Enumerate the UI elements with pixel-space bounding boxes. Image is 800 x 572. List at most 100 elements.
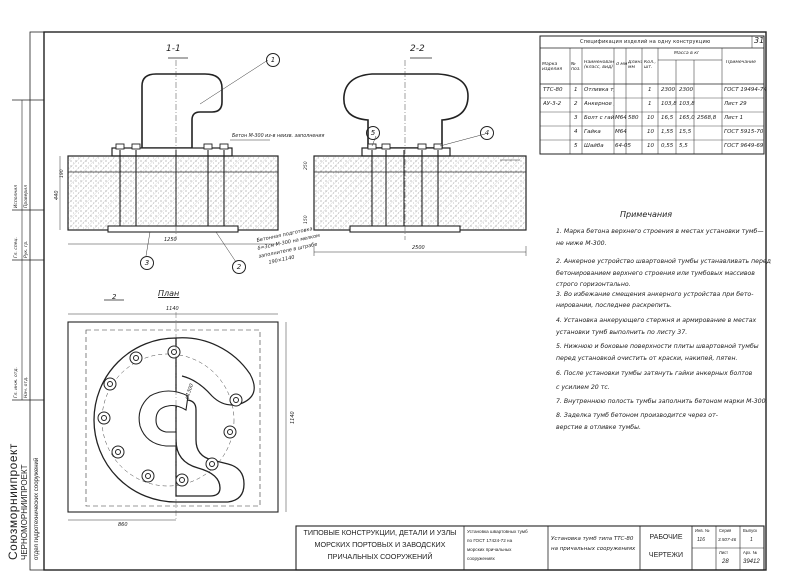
side-role-1: Гл. инж. отд. — [14, 367, 19, 398]
note-line-10: 5. Нижнюю и боковые поверхности плиты шв… — [556, 343, 759, 350]
title-block-lines — [295, 525, 765, 571]
note-line-5: строго горизонтально. — [556, 281, 631, 288]
tb-sheet-value: 28 — [722, 559, 729, 565]
side-role-2: Нач. отд. — [24, 376, 29, 398]
tb-sub-2: по ГОСТ 17424-72 на — [467, 538, 513, 543]
dim-1140-vertical: 1140 — [290, 411, 296, 424]
callout-2: 2 — [232, 260, 246, 274]
plan-view — [67, 299, 287, 521]
dim-250: 250 — [304, 161, 309, 170]
tb-series-value: 3.507-46 — [718, 537, 737, 542]
note-line-15: 8. Заделка тумб бетоном производится чер… — [556, 412, 718, 419]
spec-col-mass: Масса в кг — [674, 51, 700, 56]
note-line-16: верстие в отливке тумбы. — [556, 424, 641, 431]
spec-r3-name: Болт с гайкой — [584, 115, 614, 121]
note-line-9: установки тумб выполнить по листу 37. — [556, 329, 688, 336]
plan-label: План — [158, 289, 180, 298]
tb-sub-4: сооружениях — [467, 556, 495, 561]
side-org-3: отдел гидротехнических сооружений — [34, 457, 40, 560]
note-line-11: перед установкой очистить от краски, нак… — [556, 355, 738, 362]
plan-cut-label: 2 — [112, 293, 117, 301]
note-line-6: 3. Во избежание смещения анкерного устро… — [556, 291, 754, 298]
spec-col-pos: № поз. — [571, 62, 581, 72]
spec-col-note: Примечание — [726, 60, 756, 65]
callout-1: 1 — [266, 53, 280, 67]
spec-r4-name: Гайка — [584, 129, 601, 135]
spec-r3-m2: 165,0 — [679, 115, 695, 121]
dim-150: 150 — [304, 215, 309, 224]
section-label-1-1: 1-1 — [166, 44, 181, 54]
tb-sub-1: Установка швартовных тумб — [467, 529, 528, 534]
spec-r3-d: М64 — [615, 115, 627, 121]
tb-drawing-title-2: на причальных сооружениях — [551, 546, 636, 552]
sheet-number: 31 — [754, 36, 765, 45]
spec-r4-qty: 10 — [647, 129, 654, 135]
dim-1250: 1250 — [164, 237, 177, 243]
spec-r5-name: Шайба — [584, 143, 604, 149]
spec-r3-qty: 10 — [647, 115, 654, 121]
spec-r4-m2: 15,5 — [679, 129, 692, 135]
tb-drawing-title-1: Установка тумб типа ТТС-80 — [551, 536, 634, 542]
tb-sheet-label: Лист — [719, 550, 729, 555]
spec-r4-note: ГОСТ 5915-70 — [724, 129, 764, 135]
spec-r1-note: ГОСТ 19494-74 — [724, 87, 767, 93]
tb-main-title-2: МОРСКИХ ПОРТОВЫХ И ЗАВОДСКИХ — [314, 540, 446, 549]
spec-r2-m2: 103,8 — [679, 101, 695, 107]
notes-title: Примечания — [620, 210, 673, 219]
side-role-5: Исполнил — [14, 184, 19, 208]
note-line-2: не ниже М-300. — [556, 240, 607, 247]
dim-2500: 2500 — [412, 245, 425, 251]
side-org-1: Союзморниипроект — [6, 443, 20, 560]
spec-r3-m3: 2568,8 — [697, 115, 717, 121]
side-role-6: Проверил — [24, 184, 29, 208]
spec-r5-d: 64-05 — [615, 143, 631, 149]
callout-3: 3 — [140, 256, 154, 270]
section-2-2 — [313, 60, 527, 256]
beton-top-note: Бетон М-300 из-в неизв. заполнения — [232, 134, 325, 139]
spec-r1-m2: 2300 — [679, 87, 693, 93]
spec-r3-pos: 3 — [574, 115, 578, 121]
section-label-2-2: 2-2 — [410, 44, 425, 54]
spec-r2-pos: 2 — [574, 101, 578, 107]
spec-r5-pos: 5 — [574, 143, 578, 149]
tb-sub-3: морских причальных — [467, 547, 512, 552]
note-line-12: 6. После установки тумбы затянуть гайки … — [556, 370, 753, 377]
spec-r2-qty: 1 — [648, 101, 652, 107]
dim-860: 860 — [118, 522, 128, 528]
dim-190: 190 — [60, 169, 65, 178]
note-line-7: нировании, последнее раскрепить. — [556, 302, 673, 309]
callout-5: 5 — [366, 126, 380, 140]
callout-4: 4 — [480, 126, 494, 140]
spec-title: Спецификация изделий на одну конструкцию — [580, 39, 711, 45]
spec-r1-pos: 1 — [574, 87, 578, 93]
tb-main-title-1: ТИПОВЫЕ КОНСТРУКЦИИ, ДЕТАЛИ И УЗЛЫ — [303, 528, 457, 537]
spec-r1-mark: ТТС-80 — [543, 87, 563, 93]
spec-r1-m1: 2300 — [661, 87, 675, 93]
spec-r5-qty: 10 — [647, 143, 654, 149]
section-1-1 — [59, 59, 279, 263]
spec-table-lines — [539, 35, 765, 155]
spec-r2-name: Анкерное устройство — [584, 101, 614, 107]
tb-ino-label: Инв. № — [695, 528, 710, 533]
spec-r4-d: М64 — [615, 129, 627, 135]
note-line-14: 7. Внутреннюю полость тумбы заполнить бе… — [556, 398, 768, 405]
dim-1140: 1140 — [166, 306, 179, 312]
spec-r3-m1: 16,5 — [661, 115, 674, 121]
spec-r5-note: ГОСТ 9649-69 — [724, 143, 764, 149]
tb-main-title-3: ПРИЧАЛЬНЫХ СООРУЖЕНИЙ — [327, 552, 433, 561]
tb-ino-value: 116 — [697, 537, 705, 543]
note-line-4: бетонированием верхнего строения или тум… — [556, 270, 755, 277]
side-role-4: Рук. гр. — [24, 240, 29, 258]
spec-r1-qty: 1 — [648, 87, 652, 93]
spec-col-qty: Кол., шт. — [644, 60, 656, 70]
note-line-1: 1. Марка бетона верхнего строения в мест… — [556, 228, 764, 235]
spec-r2-mark: АУ-3-2 — [543, 101, 562, 107]
spec-r2-note: Лист 29 — [724, 101, 747, 107]
spec-r4-m1: 1,55 — [661, 129, 674, 135]
tb-series-label: Серия — [719, 528, 732, 533]
tb-stage-2: ЧЕРТЕЖИ — [648, 552, 684, 559]
side-role-3: Гл. спец. — [14, 237, 19, 258]
tb-archive-label: Арх. № — [743, 550, 757, 555]
